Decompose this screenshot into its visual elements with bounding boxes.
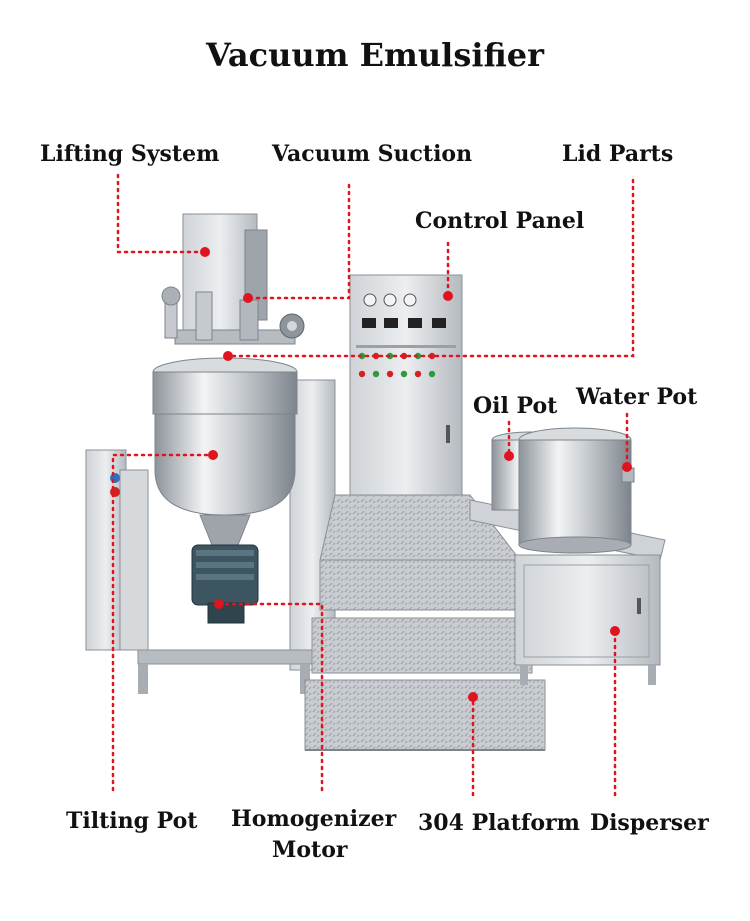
label-homogenizer: Homogenizer: [231, 806, 397, 832]
water-pot: [518, 427, 635, 554]
logo-badge-icon: [110, 487, 120, 497]
dot-oil-pot: [504, 451, 514, 461]
control-cabinet: [349, 274, 463, 496]
dot-platform: [468, 692, 478, 702]
platform-stairs: [304, 494, 546, 751]
dot-water-pot: [622, 462, 632, 472]
leader-dots: [200, 247, 632, 702]
label-tilting-pot: Tilting Pot: [66, 808, 198, 834]
homogenizer-motor: [191, 544, 259, 624]
dot-lid-parts: [223, 351, 233, 361]
leader-tilting-pot: [111, 453, 215, 792]
label-vacuum-suction: Vacuum Suction: [272, 141, 473, 167]
leader-lines: [111, 173, 635, 797]
label-disperser: Disperser: [590, 810, 709, 836]
label-water-pot: Water Pot: [576, 384, 698, 410]
dot-homogenizer: [214, 599, 224, 609]
dot-control-panel: [443, 291, 453, 301]
logo-badge-icon: [110, 473, 120, 483]
leader-lid-parts: [226, 178, 635, 358]
dot-disperser: [610, 626, 620, 636]
leader-vacuum-suction: [246, 183, 351, 300]
dot-vacuum-suction: [243, 293, 253, 303]
label-304-platform: 304 Platform: [418, 810, 580, 836]
label-oil-pot: Oil Pot: [473, 393, 558, 419]
label-control-panel: Control Panel: [415, 208, 585, 234]
main-tank: [152, 286, 305, 546]
leader-homogenizer: [217, 602, 324, 792]
page-title: Vacuum Emulsifier: [206, 36, 544, 74]
dot-tilting-pot: [208, 450, 218, 460]
label-lid-parts: Lid Parts: [562, 141, 674, 167]
dot-lifting-system: [200, 247, 210, 257]
label-homogenizer-motor: Motor: [272, 837, 348, 863]
label-lifting-system: Lifting System: [40, 141, 220, 167]
leader-lifting-system: [116, 173, 207, 254]
